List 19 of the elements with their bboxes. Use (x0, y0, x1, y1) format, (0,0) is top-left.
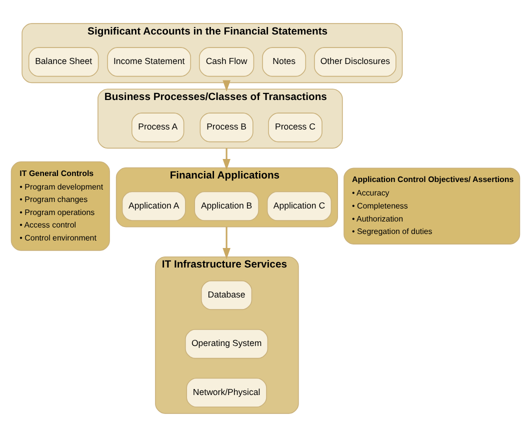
node-box: Process A (132, 112, 184, 142)
node-box: Notes (262, 46, 306, 76)
node-box: Application Control Objectives/ Assertions • Accuracy • Completeness • Authorization • Segregation of duties (344, 167, 520, 244)
node-box: IT General Controls • Program development • Program changes • Program operations • Access control • Control environment (10, 160, 110, 250)
node-box: Process B (200, 112, 254, 142)
node-box: Network/Physical (186, 377, 267, 407)
node-box: Application B (194, 190, 259, 220)
node-box: Application C (266, 190, 332, 220)
node-box: Process C (268, 112, 322, 142)
arrow (222, 80, 230, 92)
node-box: Cash Flow (199, 46, 254, 76)
arrow (222, 148, 230, 170)
node-box: Balance Sheet (28, 46, 99, 76)
node-box: Other Disclosures (314, 46, 396, 76)
node-box: Operating System (185, 328, 268, 358)
node-box: Income Statement (107, 46, 192, 76)
arrow (222, 226, 230, 259)
node-box: Database (201, 280, 252, 310)
node-box: Application A (122, 190, 186, 220)
